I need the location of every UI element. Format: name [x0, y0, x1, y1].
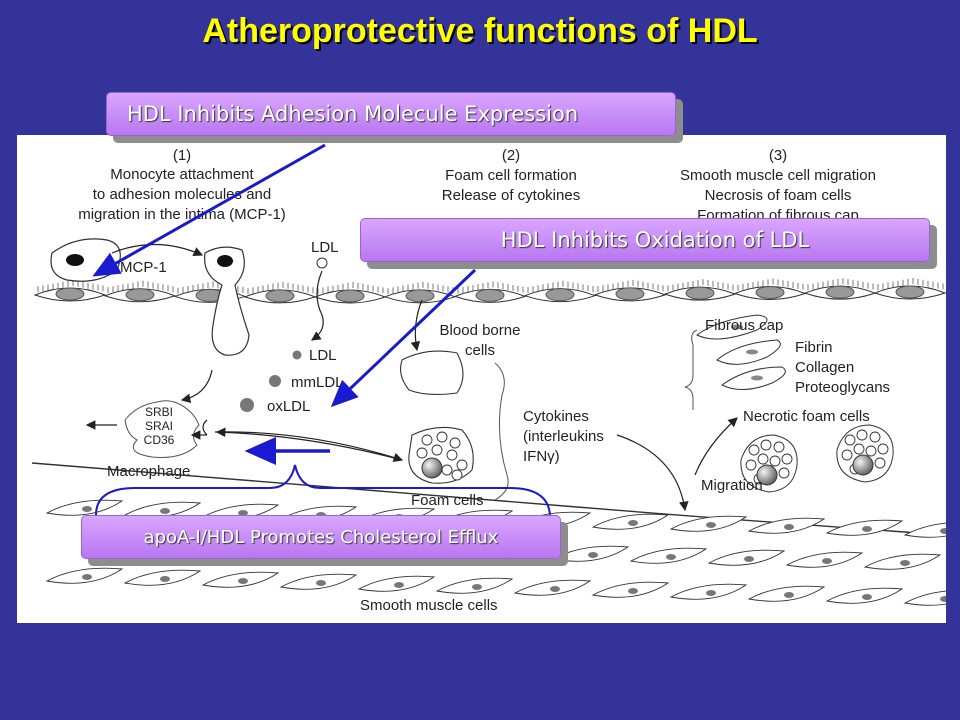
mmldl-label: mmLDL — [291, 374, 344, 391]
fibrous-cap-label: Fibrous cap — [705, 317, 784, 334]
callout-oxidation: HDL Inhibits Oxidation of LDL — [360, 218, 930, 262]
fibrin-label: Fibrin — [795, 339, 833, 356]
receptor-srbi: SRBI — [144, 405, 173, 419]
macrophage-label: Macrophage — [107, 463, 191, 480]
proteoglycans-label: Proteoglycans — [795, 379, 891, 396]
receptor-cluster — [124, 400, 200, 458]
receptor-srai: SRAI — [144, 419, 173, 433]
necrotic-label: Necrotic foam cells — [743, 408, 870, 425]
step-2-number: (2) — [501, 147, 521, 164]
step-2-line-1: Foam cell formation — [445, 167, 577, 184]
monocyte-nucleus — [66, 254, 84, 266]
transmigrating-monocyte — [204, 246, 250, 356]
cytokines-line-2: (interleukins — [523, 428, 604, 445]
foam-cells-label: Foam cells — [411, 492, 484, 509]
adhesion-arrow — [92, 143, 326, 277]
step-1-line-3: migration in the intima (MCP-1) — [78, 206, 286, 223]
step-3-line-2: Necrosis of foam cells — [704, 187, 852, 204]
migration-label: Migration — [701, 477, 763, 494]
step-3-line-3: Formation of fibrous cap — [697, 207, 859, 218]
fibrous-cap-cells — [696, 314, 786, 390]
oxldl-dot — [240, 398, 254, 412]
slide-title: Atheroprotective functions of HDL — [202, 12, 758, 50]
collagen-label: Collagen — [795, 359, 855, 376]
callout-adhesion: HDL Inhibits Adhesion Molecule Expressio… — [106, 92, 676, 136]
blood-borne-cell — [400, 350, 464, 396]
transmigrating-nucleus — [217, 255, 233, 267]
efflux-brace — [95, 464, 551, 516]
step-2-line-2: Release of cytokines — [441, 187, 581, 204]
step-1-number: (1) — [172, 147, 192, 164]
cytokines-line-1: Cytokines — [523, 408, 589, 425]
foam-cell — [408, 426, 474, 484]
mmldl-dot — [269, 375, 281, 387]
callout-efflux: apoA-I/HDL Promotes Cholesterol Efflux — [81, 515, 561, 559]
ldl-particle — [316, 257, 328, 269]
oxidation-arrow — [330, 268, 477, 408]
oxldl-label: oxLDL — [267, 398, 311, 415]
step-3-number: (3) — [768, 147, 788, 164]
step-1-line-2: to adhesion molecules and — [92, 186, 272, 203]
smooth-muscle-label: Smooth muscle cells — [360, 597, 498, 614]
ldl-top-label: LDL — [311, 239, 339, 256]
receptor-cd36: CD36 — [143, 433, 175, 447]
ldl-dot — [292, 350, 302, 360]
blood-borne-line-1: Blood borne — [439, 322, 521, 339]
ldl-label: LDL — [309, 347, 337, 364]
necrotic-foam-cells — [740, 424, 894, 493]
cytokines-line-3: IFNγ) — [523, 448, 560, 465]
blood-borne-line-2: cells — [464, 342, 495, 359]
mcp1-label: MCP-1 — [120, 259, 167, 276]
step-1-line-1: Monocyte attachment — [110, 166, 254, 183]
step-3-line-1: Smooth muscle cell migration — [680, 167, 876, 184]
